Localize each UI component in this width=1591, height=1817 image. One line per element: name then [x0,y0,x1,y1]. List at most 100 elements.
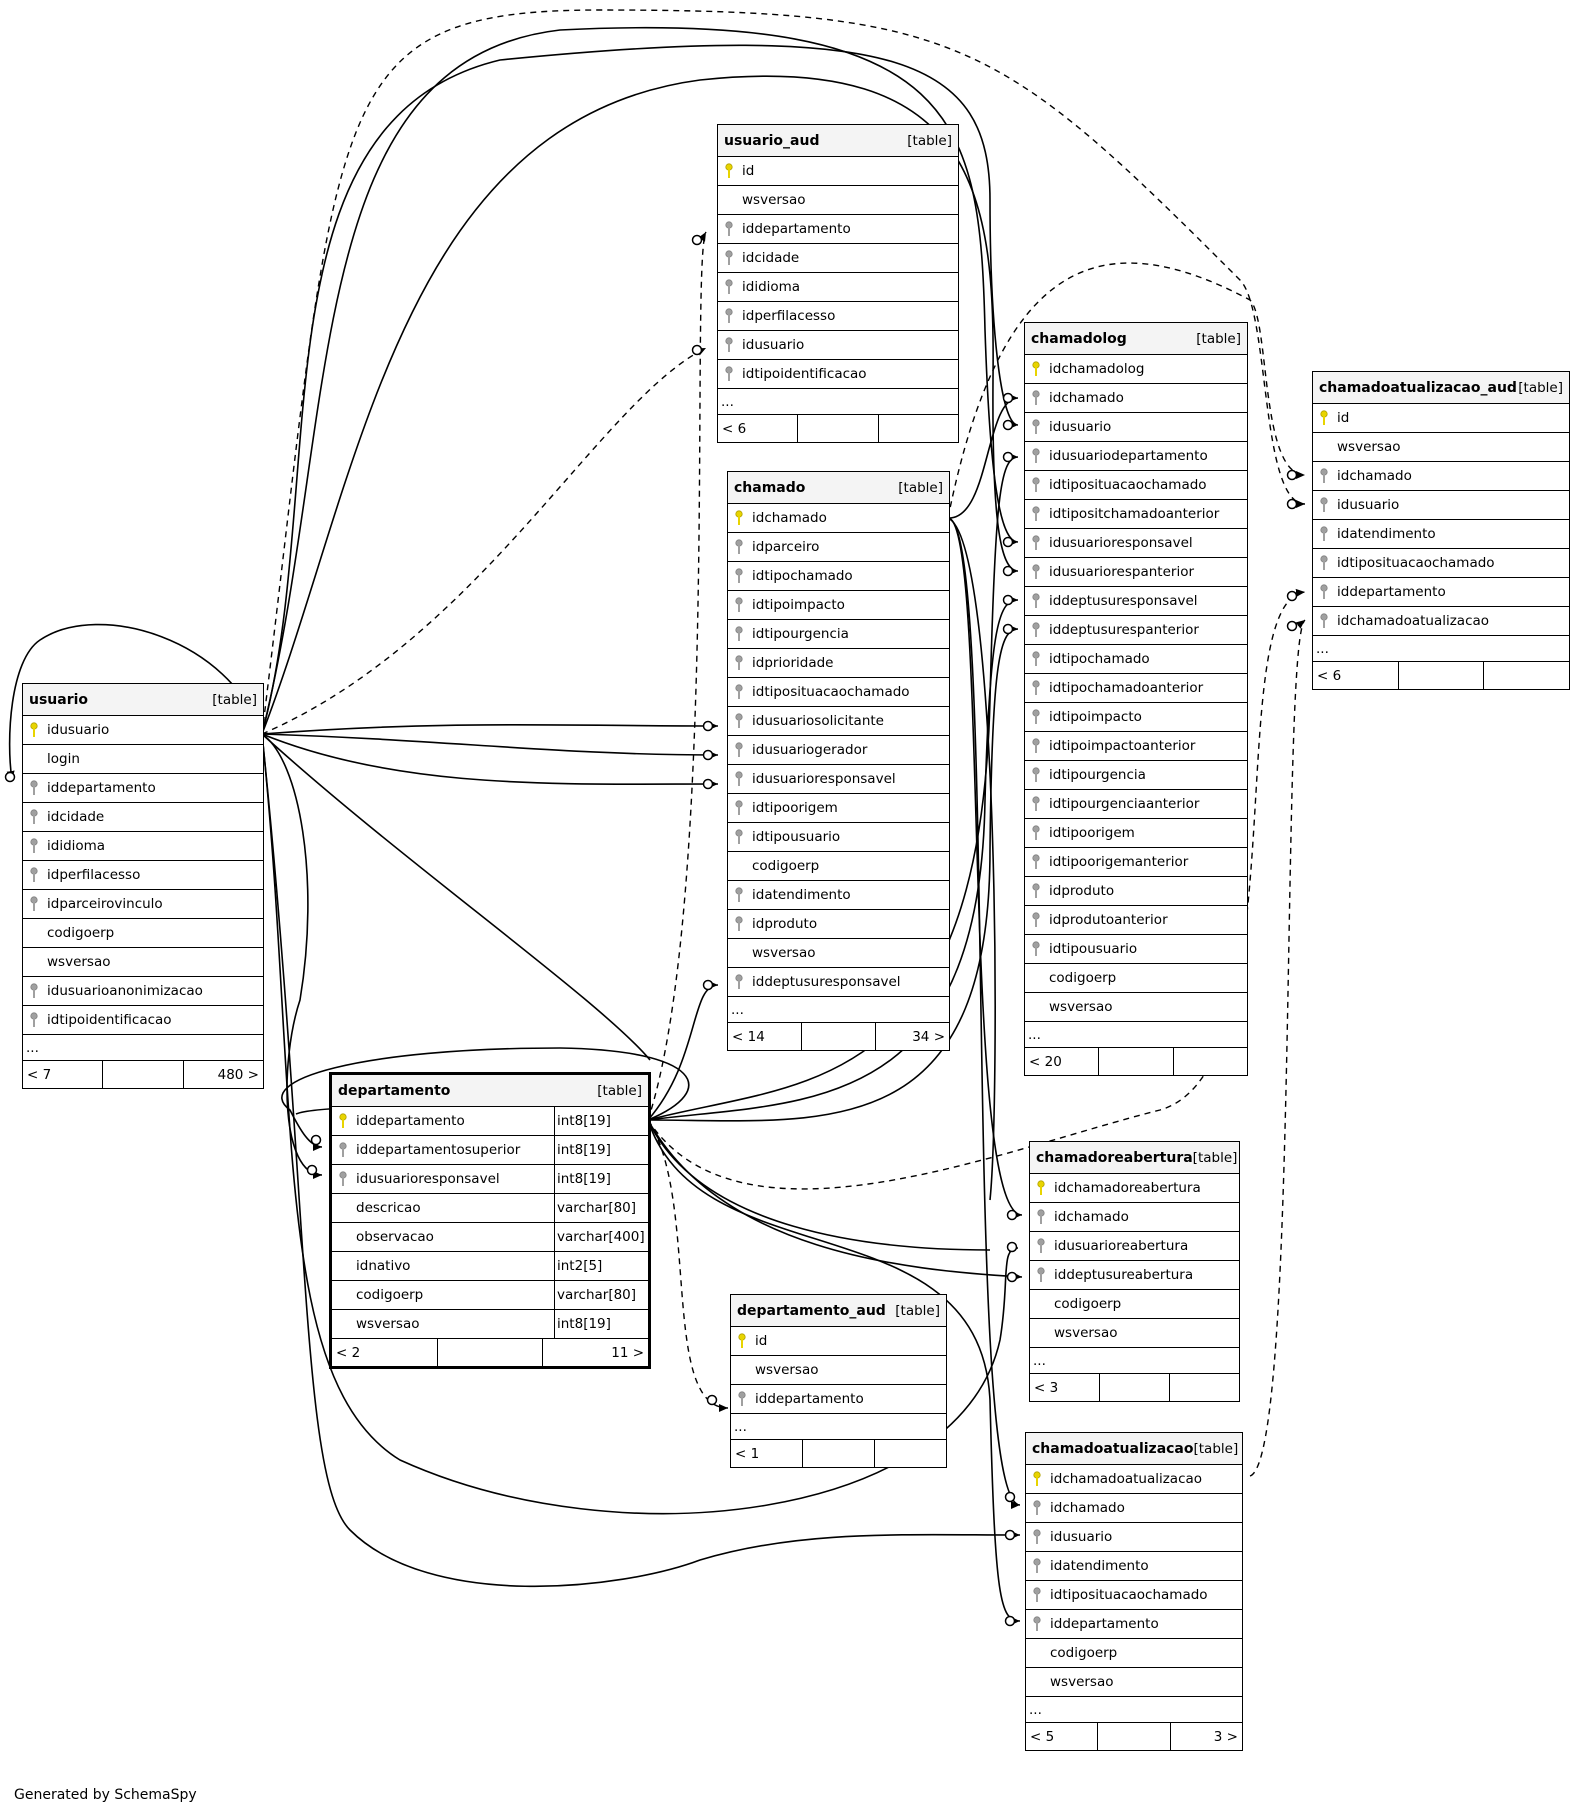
column-row[interactable]: codigoerp [1026,1639,1242,1668]
column-row[interactable]: idtipoimpacto [1025,703,1247,732]
column-row[interactable]: idusuario [1313,491,1569,520]
column-row[interactable]: idusuariorespanterior [1025,558,1247,587]
column-row[interactable]: idchamadoreabertura [1030,1174,1239,1203]
column-row[interactable]: iddepartamento [23,774,263,803]
column-row[interactable]: idtipoimpactoanterior [1025,732,1247,761]
column-row[interactable]: wsversao [1026,1668,1242,1697]
column-row[interactable]: idusuariogerador [728,736,949,765]
column-row[interactable]: codigoerp [1030,1290,1239,1319]
column-row[interactable]: idchamado [1030,1203,1239,1232]
column-row[interactable]: idtipoorigemanterior [1025,848,1247,877]
column-row[interactable]: wsversao [1030,1319,1239,1348]
column-row[interactable]: idchamadoatualizacao [1026,1465,1242,1494]
column-row[interactable]: idusuario [1025,413,1247,442]
column-row[interactable]: idtipochamado [728,562,949,591]
column-row[interactable]: idprodutoanterior [1025,906,1247,935]
column-row[interactable]: login [23,745,263,774]
more-columns-row[interactable]: ... [1030,1348,1239,1374]
column-row[interactable]: idchamado [1025,384,1247,413]
table-chamadoreabertura[interactable]: chamadoreabertura [table] idchamadoreabe… [1029,1141,1240,1402]
column-row[interactable]: id [718,157,958,186]
more-columns-row[interactable]: ... [1026,1697,1242,1723]
column-row[interactable]: idchamadoatualizacao [1313,607,1569,636]
column-row[interactable]: wsversao [718,186,958,215]
more-columns-row[interactable]: ... [23,1035,263,1061]
column-row[interactable]: idperfilacesso [23,861,263,890]
column-row[interactable]: id [1313,404,1569,433]
column-row[interactable]: idatendimento [1026,1552,1242,1581]
column-row[interactable]: idusuario [23,716,263,745]
column-row[interactable]: idprioridade [728,649,949,678]
column-row[interactable]: idtipoidentificacao [718,360,958,389]
column-row[interactable]: idusuario [718,331,958,360]
column-row[interactable]: idchamado [728,504,949,533]
column-row[interactable]: idtipousuario [728,823,949,852]
column-row[interactable]: idtipositchamadoanterior [1025,500,1247,529]
column-row[interactable]: idtipochamadoanterior [1025,674,1247,703]
column-row[interactable]: iddepartamento [1313,578,1569,607]
column-row[interactable]: ididioma [23,832,263,861]
column-row[interactable]: codigoerp [728,852,949,881]
column-row[interactable]: idtipourgenciaanterior [1025,790,1247,819]
column-row[interactable]: ididioma [718,273,958,302]
column-row[interactable]: iddeptusureabertura [1030,1261,1239,1290]
column-row[interactable]: idtiposituacaochamado [1026,1581,1242,1610]
more-columns-row[interactable]: ... [718,389,958,415]
column-row[interactable]: wsversao [1313,433,1569,462]
column-row[interactable]: iddeptusuresponsavel [728,968,949,997]
column-row[interactable]: wsversao [23,948,263,977]
more-columns-row[interactable]: ... [731,1414,946,1440]
column-row[interactable]: idcidade [23,803,263,832]
more-columns-row[interactable]: ... [728,997,949,1023]
column-row[interactable]: idusuariosolicitante [728,707,949,736]
column-row[interactable]: idproduto [1025,877,1247,906]
column-row[interactable]: iddeptusurespanterior [1025,616,1247,645]
column-row[interactable]: idcidade [718,244,958,273]
column-row[interactable]: idatendimento [1313,520,1569,549]
column-row[interactable]: idatendimento [728,881,949,910]
column-row[interactable]: iddepartamento [718,215,958,244]
column-row[interactable]: wsversao [1025,993,1247,1022]
column-row[interactable]: iddeptusuresponsavel [1025,587,1247,616]
column-row[interactable]: wsversao [731,1356,946,1385]
column-row[interactable]: id [731,1327,946,1356]
column-row[interactable]: idproduto [728,910,949,939]
column-row[interactable]: codigoerp [23,919,263,948]
column-row[interactable]: idtipoimpacto [728,591,949,620]
column-row[interactable]: idusuarioresponsavel [728,765,949,794]
column-row[interactable]: idchamado [1026,1494,1242,1523]
column-row[interactable]: idusuarioanonimizacao [23,977,263,1006]
column-row[interactable]: idtipourgencia [1025,761,1247,790]
column-row[interactable]: idusuario [1026,1523,1242,1552]
column-row[interactable]: idtipochamado [1025,645,1247,674]
column-row[interactable]: wsversao [728,939,949,968]
column-row[interactable]: idchamadolog [1025,355,1247,384]
column-row[interactable]: idusuarioreabertura [1030,1232,1239,1261]
column-row[interactable]: idtipoorigem [1025,819,1247,848]
column-row[interactable]: idusuariodepartamento [1025,442,1247,471]
column-row[interactable]: idusuarioresponsavel [1025,529,1247,558]
column-row[interactable]: idperfilacesso [718,302,958,331]
column-row[interactable]: codigoerp [1025,964,1247,993]
column-row[interactable]: iddepartamento [731,1385,946,1414]
column-row[interactable]: idtiposituacaochamado [1025,471,1247,500]
column-row[interactable]: idparceirovinculo [23,890,263,919]
column-row[interactable]: idtiposituacaochamado [728,678,949,707]
column-row[interactable]: idtipourgencia [728,620,949,649]
column-row[interactable]: idtipoorigem [728,794,949,823]
